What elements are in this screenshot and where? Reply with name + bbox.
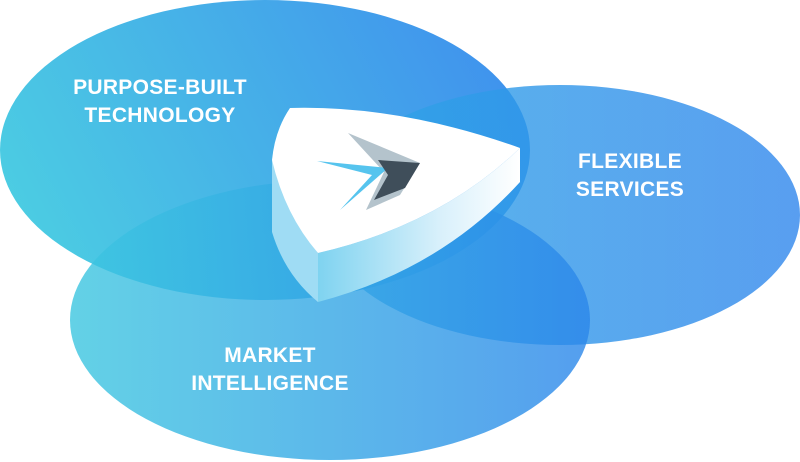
circle-intelligence: [70, 180, 590, 460]
label-services: FLEXIBLE SERVICES: [550, 148, 710, 204]
label-technology: PURPOSE-BUILT TECHNOLOGY: [60, 74, 260, 130]
label-line: PURPOSE-BUILT: [73, 76, 247, 99]
label-line: FLEXIBLE: [578, 150, 682, 173]
label-line: SERVICES: [575, 178, 685, 201]
label-line: MARKET: [224, 344, 316, 367]
label-line: INTELLIGENCE: [191, 372, 349, 395]
arrow-logo-icon: [317, 133, 420, 210]
label-intelligence: MARKET INTELLIGENCE: [170, 342, 370, 398]
label-line: TECHNOLOGY: [84, 104, 236, 127]
